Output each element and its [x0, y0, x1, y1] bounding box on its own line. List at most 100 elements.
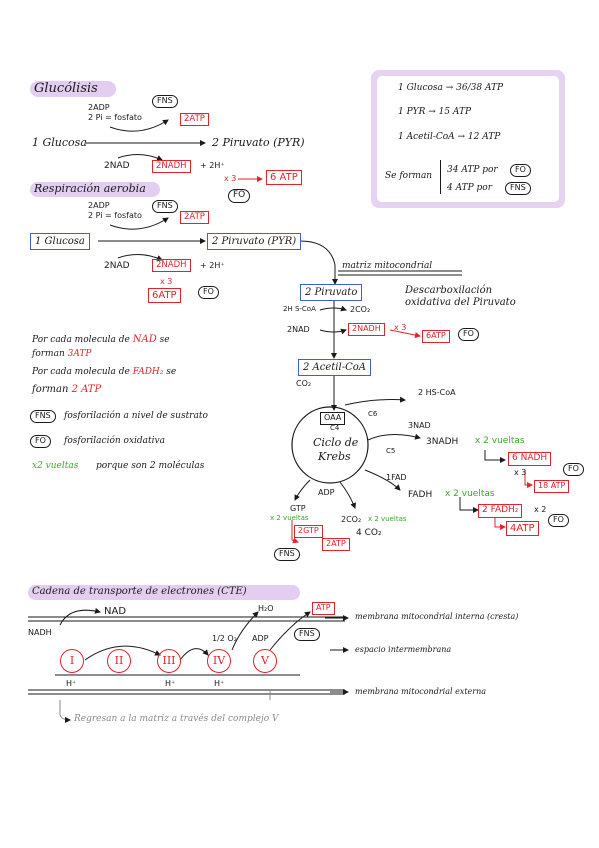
krebs-x2-vueltas-b: x 2 vueltas: [445, 489, 495, 499]
glucolisis-title: Glucólisis: [34, 81, 98, 96]
krebs-gtp: GTP: [290, 504, 306, 513]
complex-5: V: [253, 649, 277, 673]
cte-title: Cadena de transporte de electrones (CTE): [32, 586, 247, 597]
cte-mem-int: membrana mitocondrial interna (cresta): [355, 612, 519, 621]
summary-line-1: 1 Glucosa → 36/38 ATP: [398, 83, 504, 93]
krebs-co2d: 4 CO₂: [356, 528, 382, 538]
note-fadh-b: forman 2 ATP: [32, 385, 101, 395]
legend-fo-def: fosforilación oxidativa: [64, 436, 165, 446]
glucolisis-x3: x 3: [224, 174, 237, 183]
note-nad-forman: forman: [32, 349, 65, 359]
cte-mem-ext: membrana mitocondrial externa: [355, 687, 487, 696]
krebs-x2: x 2: [534, 505, 547, 514]
mito-x3: x 3: [394, 323, 407, 332]
cte-fns-tag: FNS: [294, 628, 320, 641]
legend-fo-tag: FO: [30, 435, 51, 448]
respiracion-piruvato-box: 2 Piruvato (PYR): [207, 233, 302, 250]
summary-line-5: 4 ATP por: [447, 183, 492, 193]
note-fadh-term: FADH₂: [132, 367, 164, 377]
krebs-fns-tag: FNS: [274, 548, 300, 561]
summary-fns-tag: FNS: [505, 182, 531, 195]
krebs-nad3: 3NAD: [408, 421, 431, 430]
mito-co2b: CO₂: [296, 379, 312, 388]
respiracion-nad: 2NAD: [104, 261, 130, 271]
note-nad-text: Por cada molecula de: [32, 335, 130, 345]
respiracion-fns-tag: FNS: [152, 200, 178, 213]
cte-nad: NAD: [104, 606, 127, 617]
atp2-box: 2ATP: [322, 538, 350, 551]
note-nad-b: forman 3ATP: [32, 350, 91, 359]
respiracion-x3: x 3: [160, 277, 173, 286]
krebs-c6: C6: [368, 410, 378, 418]
complex-3: III: [157, 649, 181, 673]
krebs-c4: C4: [330, 424, 340, 432]
cte-h-plus-2: H⁺: [165, 679, 176, 688]
summary-brace: [440, 160, 441, 194]
glucolisis-piruvato: 2 Piruvato (PYR): [212, 136, 305, 149]
krebs-c5: C5: [386, 447, 396, 455]
mito-hscoa2: 2 HS-CoA: [418, 388, 456, 397]
note-nad-term: NAD: [132, 334, 157, 345]
descarb-line-2: oxidativa del Piruvato: [405, 297, 516, 308]
mito-nad: 2NAD: [287, 325, 310, 334]
mito-atp6-box: 6ATP: [422, 330, 450, 343]
glucolisis-atp-box: 2ATP: [180, 113, 209, 127]
glucolisis-nad: 2NAD: [104, 161, 130, 171]
respiracion-atp-box: 2ATP: [180, 211, 209, 225]
krebs-fo-tag-2: FO: [563, 463, 584, 476]
atp4-box: 4ATP: [506, 521, 539, 536]
summary-se-forman: Se forman: [385, 171, 433, 181]
krebs-x2-vueltas-c: x 2 vueltas: [270, 514, 309, 522]
mito-piruvato-box: 2 Piruvato: [300, 284, 363, 301]
note-fadh-atp: 2 ATP: [71, 384, 102, 395]
krebs-fad: 1FAD: [386, 473, 407, 482]
legend-fns-tag: FNS: [30, 410, 56, 423]
cte-h2o: H₂O: [258, 604, 274, 613]
cte-atp-box: ATP: [312, 602, 335, 615]
nadh6-box: 6 NADH: [508, 452, 552, 466]
mito-nadh-box: 2NADH: [348, 323, 385, 336]
summary-fo-tag: FO: [510, 164, 531, 177]
cte-regresan: Regresan a la matriz a través del comple…: [74, 714, 279, 724]
glucolisis-atp6-box: 6 ATP: [266, 170, 302, 185]
krebs-adp: ADP: [318, 488, 335, 497]
krebs-x3b: x 3: [514, 468, 527, 477]
matriz-label: matriz mitocondrial: [342, 261, 433, 271]
legend-fns-def: fosforilación a nivel de sustrato: [64, 411, 208, 421]
glucolisis-nadh-box: 2NADH: [152, 160, 191, 174]
summary-line-4: 34 ATP por: [447, 165, 498, 175]
summary-line-2: 1 PYR → 15 ATP: [398, 107, 472, 117]
legend-x2-reason: porque son 2 moléculas: [96, 461, 205, 471]
respiracion-title-highlight: [30, 182, 160, 197]
complex-1: I: [60, 649, 84, 673]
atp18-box: 18 ATP: [534, 480, 570, 493]
descarb-line-1: Descarboxilación: [405, 285, 493, 296]
glucolisis-fo-tag: FO: [228, 189, 251, 203]
summary-inner: [377, 76, 559, 202]
cte-espacio: espacio intermembrana: [355, 645, 452, 654]
cte-h-plus-1: H⁺: [66, 679, 77, 688]
krebs-x2-vueltas-d: x 2 vueltas: [368, 515, 407, 523]
complex-4: IV: [207, 649, 231, 673]
glucolisis-title-highlight: [30, 81, 116, 97]
mito-co2a: 2CO₂: [350, 305, 371, 314]
respiracion-adp: 2ADP: [88, 201, 110, 210]
acetil-coa-box: 2 Acetil-CoA: [298, 359, 371, 376]
respiracion-glucosa-box: 1 Glucosa: [30, 233, 90, 250]
note-fadh-a: Por cada molecula de FADH₂ se: [32, 368, 176, 377]
note-fadh-se: se: [166, 367, 177, 377]
glucolisis-fns-tag: FNS: [152, 95, 178, 108]
mito-hscoa: 2H S-CoA: [283, 305, 316, 313]
cte-adp: ADP: [252, 634, 269, 643]
cte-title-highlight: [28, 585, 300, 600]
glucolisis-h: + 2H⁺: [200, 161, 225, 170]
respiracion-pi: 2 Pi = fosfato: [88, 211, 142, 220]
respiracion-title: Respiración aerobia: [34, 182, 146, 195]
note-nad-se: se: [159, 335, 170, 345]
krebs-nadh3: 3NADH: [426, 437, 459, 447]
fadh2-box: 2 FADH₂: [478, 504, 523, 518]
note-fadh-text: Por cada molecula de: [32, 367, 130, 377]
krebs-label-1: Ciclo de: [313, 436, 359, 449]
cte-nadh: NADH: [28, 628, 52, 637]
